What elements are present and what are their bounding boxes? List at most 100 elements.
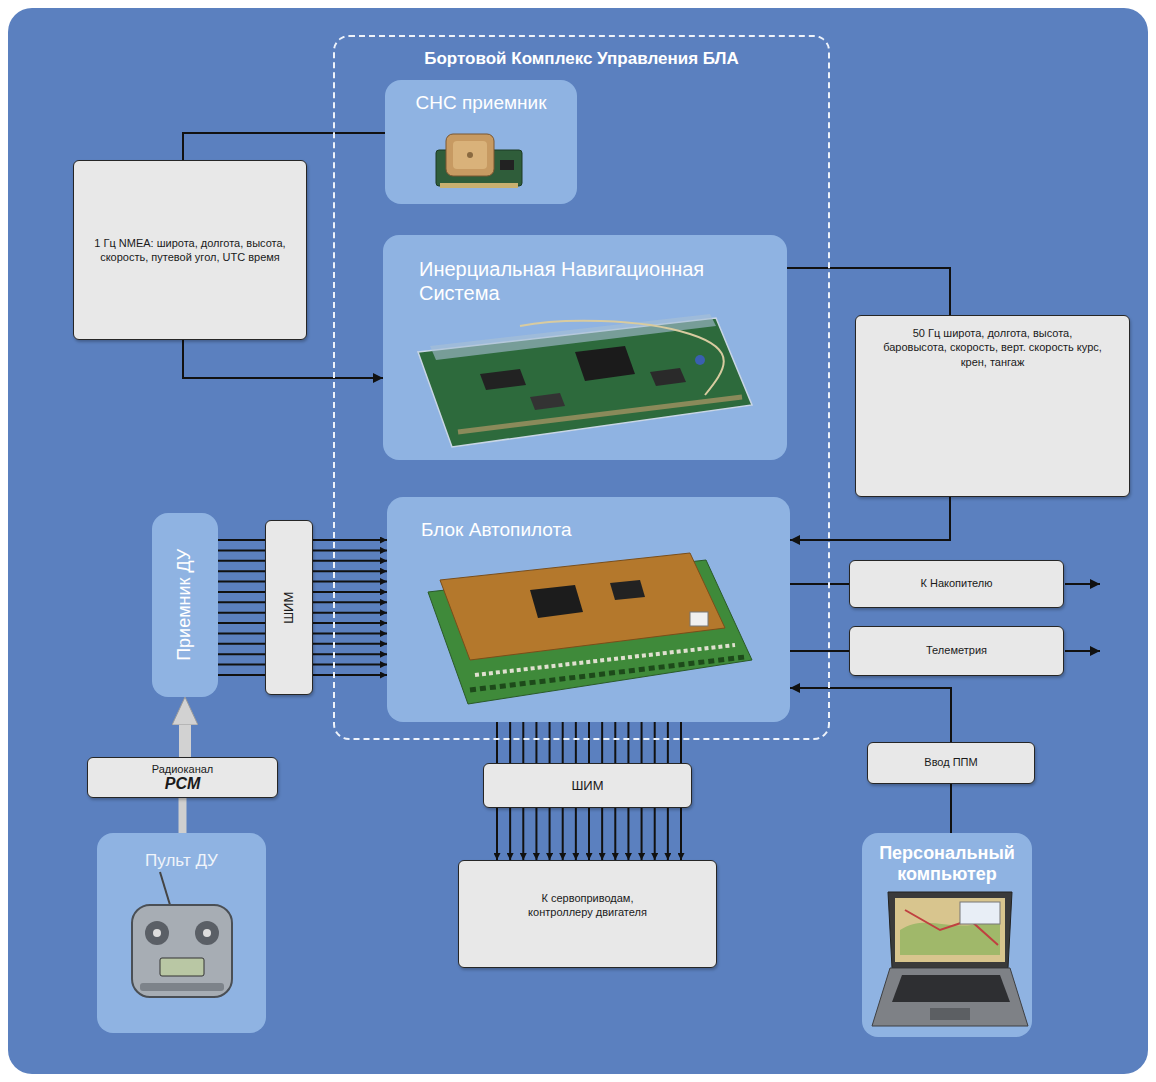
connector-line [588, 808, 590, 860]
connector-line [641, 808, 643, 860]
connector-line [562, 722, 564, 763]
output-arrow [1065, 650, 1100, 652]
connector-line [562, 808, 564, 860]
connector-line [218, 560, 265, 562]
data-line [790, 651, 849, 652]
connector-line [614, 808, 616, 860]
connector-line [218, 581, 265, 583]
connector-line [218, 539, 265, 541]
connector-line [522, 808, 524, 860]
connector-line [313, 643, 387, 645]
data-line [787, 268, 950, 315]
connector-line [654, 808, 656, 860]
box-label: К сервоприводам, контроллеру двигателя [518, 891, 658, 920]
connector-line [575, 808, 577, 860]
box-label: Ввод ППМ [924, 756, 977, 769]
connector-line [549, 808, 551, 860]
box-title: Персональный компьютер [868, 843, 1026, 884]
connector-line [218, 622, 265, 624]
connector-line [183, 340, 383, 378]
autopilot-box: Блок Автопилота [387, 497, 790, 722]
connector-line [950, 784, 952, 833]
connector-line [218, 674, 265, 676]
output-box: К Накопителю [849, 560, 1064, 608]
data-line [951, 784, 952, 833]
connector-line [313, 653, 387, 655]
connector-line [667, 722, 669, 763]
box-title: СНС приемник [416, 92, 547, 115]
box-title: Приемник ДУ [174, 549, 196, 661]
connector-line [680, 722, 682, 763]
box-label: ШИМ [281, 591, 297, 623]
connector-line [627, 722, 629, 763]
connector-line [218, 570, 265, 572]
connector-line [218, 612, 265, 614]
output-box: Телеметрия [849, 626, 1064, 676]
protocol-label: PCM [165, 775, 201, 793]
data-note-box: 50 Гц широта, долгота, высота, баровысот… [855, 315, 1130, 497]
box-title: Блок Автопилота [421, 519, 572, 542]
connector-line [667, 808, 669, 860]
connector-line [313, 570, 387, 572]
connector-line [790, 688, 951, 742]
connector-line [313, 581, 387, 583]
data-line [790, 688, 951, 742]
connector-line [218, 643, 265, 645]
blue-panel [8, 8, 1148, 1074]
connector-line [601, 808, 603, 860]
connector-line [313, 539, 387, 541]
connector-line [313, 632, 387, 634]
connector-line [509, 722, 511, 763]
connector-line [790, 650, 849, 652]
data-line [183, 340, 383, 378]
connector-line [179, 798, 187, 833]
box-label: Радиоканал [152, 763, 214, 775]
gps-module-photo [436, 134, 522, 188]
connector-line [680, 808, 682, 860]
radio-link [182, 798, 183, 833]
pwm-box: ШИМ [483, 763, 692, 808]
connector-line [654, 722, 656, 763]
connector-line [313, 549, 387, 551]
system-boundary: Бортовой Комплекс Управления БЛА СНС прие… [333, 35, 830, 740]
connector-line [179, 711, 191, 757]
data-line [183, 133, 385, 160]
connector-line [218, 664, 265, 666]
radio-link-box: РадиоканалPCM [87, 757, 278, 798]
connector-line [313, 601, 387, 603]
rc-transmitter-box: Пульт ДУ [97, 833, 266, 1033]
connector-line [790, 583, 849, 585]
laptop-photo [872, 892, 1028, 1026]
ins-box: Инерциальная Навигационная Система [383, 235, 787, 460]
connector-line [313, 622, 387, 624]
connector-line [313, 591, 387, 593]
connector-line [588, 722, 590, 763]
data-note-box: 1 Гц NMEA: широта, долгота, высота, скор… [73, 160, 307, 340]
signal-bus [218, 540, 265, 675]
output-arrow [1065, 583, 1100, 585]
rc-transmitter-photo [132, 872, 232, 997]
connector-line [496, 808, 498, 860]
connector-line [790, 497, 950, 540]
connector-line [218, 653, 265, 655]
data-line [790, 584, 849, 585]
box-title: Инерциальная Навигационная Система [419, 257, 769, 305]
group-title: Бортовой Комплекс Управления БЛА [424, 49, 739, 69]
signal-bus [313, 540, 387, 675]
signal-bus [497, 722, 681, 763]
connector-line [601, 722, 603, 763]
connector-line [313, 674, 387, 676]
connector-line [313, 612, 387, 614]
connector-line [614, 722, 616, 763]
connector-line [575, 722, 577, 763]
pwm-box: ШИМ [265, 520, 313, 695]
box-label: Телеметрия [926, 644, 987, 657]
radio-link [185, 711, 186, 757]
box-title: Пульт ДУ [145, 851, 218, 871]
connector-line [522, 722, 524, 763]
connector-line [313, 560, 387, 562]
data-note: 1 Гц NMEA: широта, долгота, высота, скор… [88, 236, 293, 265]
connector-line [218, 632, 265, 634]
box-label: ШИМ [571, 778, 603, 794]
